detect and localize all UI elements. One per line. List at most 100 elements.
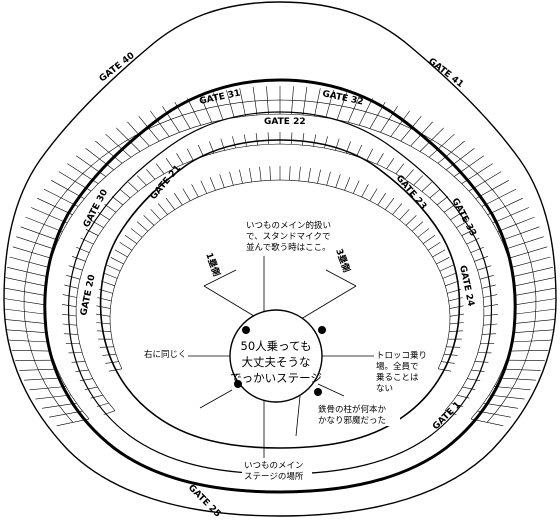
mid-stand-section-line (335, 138, 340, 151)
inner-stand-section-line (99, 346, 114, 348)
inner-stand-section-line (106, 264, 121, 272)
mid-stand-section-line (128, 181, 139, 192)
inner-stand-section-line (259, 166, 262, 181)
inner-stand-section-line (326, 171, 331, 186)
stage-caption-line-2: 大丈夫そうな (242, 355, 311, 369)
note-left: 右に同じく (144, 349, 187, 360)
mid-stand-section-line (480, 275, 494, 280)
field-boundary (99, 139, 461, 449)
mid-stand-section-line (457, 394, 470, 399)
inner-stand-section-line (446, 346, 461, 348)
inner-stand-section-line (448, 297, 463, 302)
note-pillar-line-1: 鉄骨の柱が何本か (318, 404, 387, 415)
mid-stand-section-line (97, 212, 110, 221)
inner-stand-section-line (392, 203, 403, 215)
note-right-bg (374, 348, 424, 394)
inner-stand-section-line (436, 257, 450, 265)
mid-stand-section-line (462, 386, 476, 390)
gate-40-label: GATE 40 (98, 51, 137, 84)
inner-stand-section-line (114, 249, 128, 258)
inner-stand-section-line (432, 249, 446, 258)
inner-stand-section-line (150, 209, 161, 221)
stage-pillar-dot-nw (242, 326, 250, 334)
stage-pillar-dot-se (314, 388, 322, 396)
note-top-bg (244, 220, 318, 254)
mid-stand-section-line (467, 378, 481, 381)
inner-stand-section-line (98, 288, 113, 294)
inner-stand-section-line (441, 361, 455, 364)
mid-stand-row-arc (75, 143, 485, 411)
inner-stand-section-line (130, 228, 143, 238)
mid-stand-section-line (466, 237, 480, 245)
inner-stand-section-line (229, 171, 234, 186)
mid-stand-section-line (461, 228, 475, 236)
inner-stand-section-line (105, 361, 119, 364)
diamond-upper-left (203, 269, 237, 287)
inner-stand-row-arc (109, 179, 451, 369)
inner-stand-section-line (438, 368, 452, 372)
mid-stand-section-line (313, 134, 317, 147)
mid-stand-section-line (376, 153, 384, 165)
note-right-line-3: 乗ることは (376, 372, 419, 383)
mid-stand-section-line (470, 246, 485, 253)
mid-stand-section-line (421, 181, 432, 192)
mid-stand-section-line (395, 163, 405, 174)
gate-20-label: GATE 20 (79, 274, 97, 317)
gate-41-label: GATE 41 (426, 56, 465, 89)
mid-stand-section-line (111, 196, 123, 206)
mid-stand-section-line (302, 133, 305, 146)
mid-stand-section-line (437, 196, 449, 206)
inner-stand-section-line (110, 257, 124, 265)
inner-stand-section-line (298, 166, 301, 181)
mid-stand-section-line (80, 237, 94, 245)
note-pillar-bg (316, 402, 400, 426)
inner-stand-section-line (449, 322, 464, 325)
inner-stand-section-line (102, 353, 117, 356)
gate-32-label: GATE 32 (321, 89, 364, 107)
third-base-side-label: 3塁側 (333, 247, 353, 274)
mid-stand-section-line (62, 313, 77, 317)
note-top-line-1: いつものメイン的扱い (246, 220, 331, 231)
inner-stand-section-line (174, 193, 183, 206)
mid-stand-section-line (165, 158, 174, 169)
stage-caption-line-3: でっかいステージ (230, 371, 322, 385)
inner-stand-section-line (377, 193, 386, 206)
leader-lower-left (199, 389, 233, 409)
mid-stand-section-line (404, 169, 414, 180)
mid-stand-section-line (483, 313, 498, 317)
inner-stand-section-line (399, 209, 410, 221)
inner-stand-section-line (165, 198, 175, 210)
mid-stand-section-line (96, 402, 109, 407)
mid-stand-section-line (456, 220, 469, 228)
inner-stand-section-line (96, 330, 111, 332)
gate-1-label: GATE 1 (431, 400, 463, 432)
mid-stand-section-line (267, 132, 270, 145)
inner-stand-section-line (97, 297, 112, 302)
mid-stand-section-line (255, 133, 258, 146)
mid-stand-section-line (451, 402, 464, 407)
gate-21-label: GATE 21 (149, 164, 183, 202)
diamond-upper-right (325, 269, 357, 287)
mid-stand-section-line (186, 148, 194, 161)
first-base-side-label: 1塁側 (203, 251, 223, 278)
inner-stand-section-line (411, 221, 424, 232)
inner-stand-section-line (443, 353, 458, 356)
stage-pillar-dot-ne (318, 326, 326, 334)
inner-stand-section-line (96, 322, 111, 325)
gate-31-label: GATE 31 (199, 89, 242, 107)
inner-stand-section-line (449, 330, 464, 332)
mid-stand-section-line (155, 163, 165, 174)
stage-caption-line-1: 50人乗っても (241, 339, 312, 353)
outer-stand-row-arc (43, 113, 517, 420)
inner-stand-section-line (423, 234, 436, 244)
mid-stand-section-line (62, 323, 77, 326)
mid-stand-section-line (62, 294, 77, 298)
mid-stand-section-line (71, 361, 86, 363)
mid-stand-section-line (413, 175, 424, 186)
note-right-line-4: ない (376, 384, 393, 394)
mid-stand-section-line (75, 246, 90, 253)
note-bottom-line-2: ステージの場所 (244, 471, 304, 482)
inner-stand-section-line (95, 313, 111, 317)
